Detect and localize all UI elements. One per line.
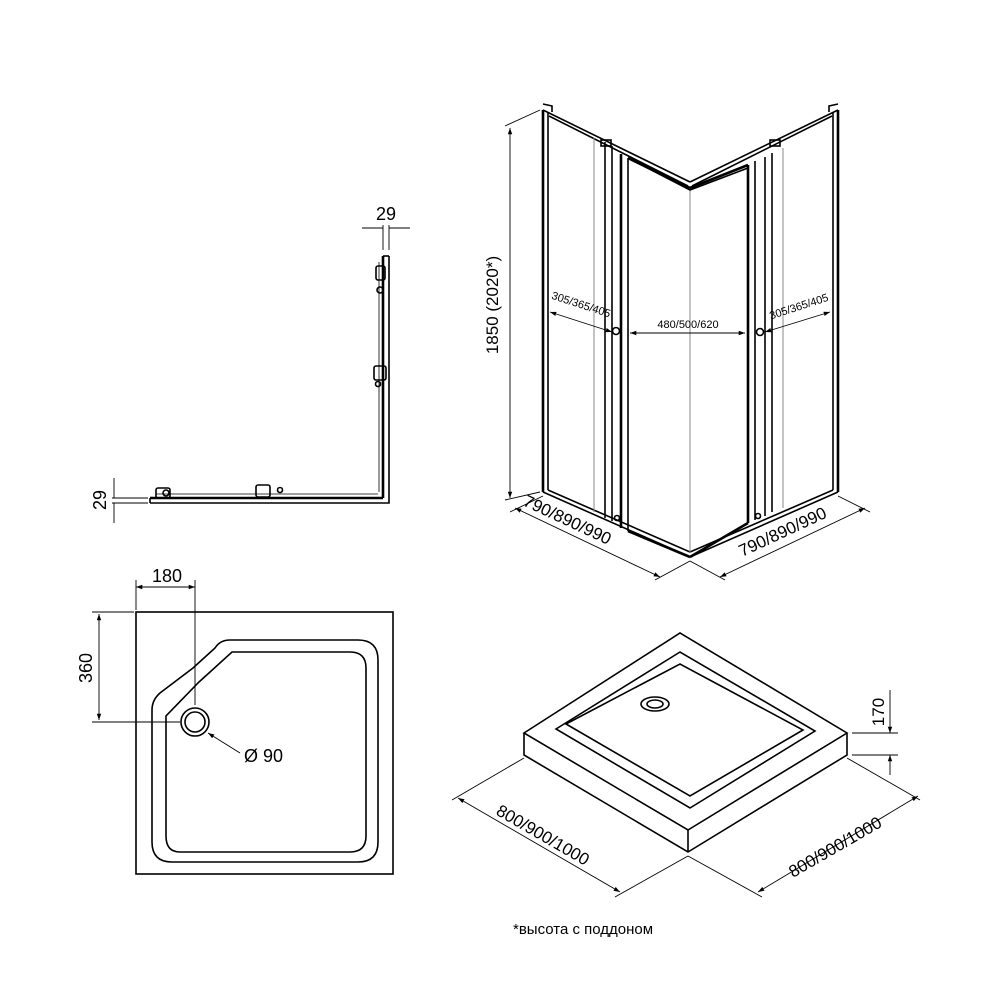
tray-iso-view: 170 800/900/1000 800/900/1000: [451, 632, 921, 898]
enclosure-height-label: 1850 (2020*): [483, 256, 502, 354]
footnote: *высота с поддоном: [513, 921, 653, 938]
tray-side-right-label: 800/900/1000: [785, 813, 885, 881]
drain-diameter-label: Ø 90: [244, 746, 283, 766]
plan-view: 29 29: [90, 204, 410, 523]
plan-depth-left-label: 29: [90, 490, 110, 510]
plan-depth-top-label: 29: [376, 204, 396, 224]
width-left-label: 790/890/990: [520, 491, 614, 548]
side-panel-left-label: 305/365/405: [550, 290, 612, 320]
side-panel-right-label: 305/365/405: [768, 292, 830, 322]
enclosure-iso-view: 1850 (2020*) 305/365/405 480/500/620 305…: [483, 103, 871, 581]
door-width-label: 480/500/620: [657, 319, 718, 331]
drain-offset-x-label: 180: [152, 566, 182, 586]
drain-offset-y-label: 360: [76, 653, 96, 683]
tray-plan-view: 180 360 Ø 90: [76, 566, 394, 875]
tray-height-label: 170: [869, 698, 888, 726]
tray-side-left-label: 800/900/1000: [493, 801, 593, 869]
